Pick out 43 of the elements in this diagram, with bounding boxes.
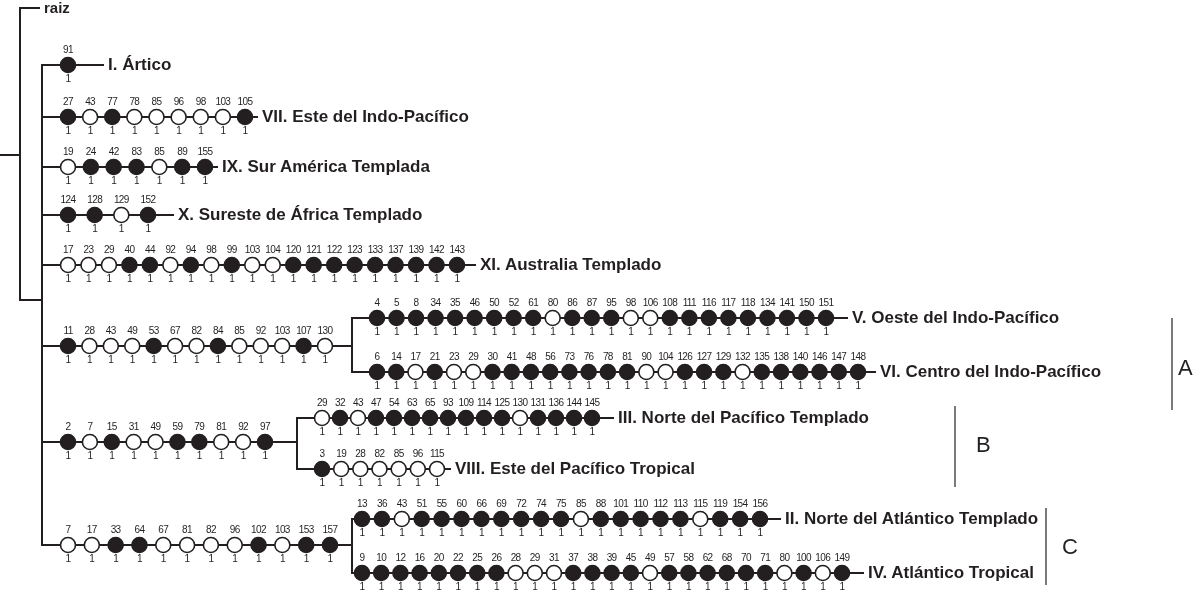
state-numbers: 1 1 1 1 1 1 1 1 1 1 1 1 1 bbox=[64, 354, 329, 365]
terminal-label: IX. Sur América Templada bbox=[222, 157, 430, 177]
state-numbers: 1 1 1 1 1 1 1 1 1 1 1 1 1 1 1 1 1 1 1 1 1 1 1 1 1 1 bbox=[373, 380, 862, 391]
terminal-label: VI. Centro del Indo-Pacífico bbox=[880, 362, 1102, 382]
state-numbers: 1 1 1 1 1 1 1 1 1 bbox=[64, 125, 249, 136]
terminal-label: X. Sureste de África Templado bbox=[178, 205, 423, 225]
character-numbers: 27 43 77 78 85 96 98 103 105 bbox=[62, 96, 254, 107]
state-numbers: 1 1 1 1 1 1 1 1 1 1 bbox=[64, 450, 269, 461]
state-numbers: 1 1 1 1 1 1 1 1 1 1 1 1 1 1 1 1 1 1 1 1 1 1 1 1 bbox=[373, 326, 830, 337]
state-numbers: 1 1 1 1 1 1 1 1 1 1 1 1 1 1 1 1 1 1 1 1 1 bbox=[358, 527, 764, 538]
character-numbers: 3 19 28 82 85 96 115 bbox=[318, 448, 446, 459]
state-numbers: 1 bbox=[64, 73, 72, 84]
clade-letter: B bbox=[976, 433, 991, 457]
state-numbers: 1 1 1 1 1 1 1 1 1 1 1 1 1 1 1 1 bbox=[318, 426, 596, 437]
character-numbers: 13 36 43 51 55 60 66 69 72 74 75 85 88 101 110 112 113 115 119 154 156 bbox=[356, 498, 769, 509]
state-numbers: 1 1 1 1 1 1 1 1 1 1 1 1 bbox=[64, 553, 334, 564]
clade-letter: C bbox=[1062, 535, 1078, 559]
character-numbers: 29 32 43 47 54 63 65 93 109 114 125 130 131 136 144 145 bbox=[316, 397, 601, 408]
terminal-label: VIII. Este del Pacífico Tropical bbox=[455, 459, 695, 479]
character-numbers: 11 28 43 49 53 67 82 84 85 92 103 107 130 bbox=[62, 325, 334, 336]
character-numbers: 2 7 15 31 49 59 79 81 92 97 bbox=[64, 421, 271, 432]
state-numbers: 1 1 1 1 bbox=[64, 223, 152, 234]
character-numbers: 9 10 12 16 20 22 25 26 28 29 31 37 38 39 45 49 57 58 62 68 70 71 80 100 106 149 bbox=[358, 552, 851, 563]
terminal-label: I. Ártico bbox=[108, 55, 172, 75]
state-numbers: 1 1 1 1 1 1 1 bbox=[318, 477, 441, 488]
terminal-label: VII. Este del Indo-Pacífico bbox=[262, 107, 469, 127]
character-numbers: 91 bbox=[62, 44, 74, 55]
terminal-label: IV. Atlántico Tropical bbox=[868, 563, 1034, 583]
root-label: raiz bbox=[44, 0, 70, 18]
clade-letter: A bbox=[1178, 356, 1193, 380]
state-numbers: 1 1 1 1 1 1 1 1 1 1 1 1 1 1 1 1 1 1 1 1 bbox=[64, 273, 461, 284]
character-numbers: 124 128 129 152 bbox=[59, 194, 157, 205]
terminal-label: II. Norte del Atlántico Templado bbox=[785, 509, 1039, 529]
state-numbers: 1 1 1 1 1 1 1 1 1 1 1 1 1 1 1 1 1 1 1 1 1 1 1 1 1 1 bbox=[358, 581, 846, 592]
terminal-label: XI. Australia Templado bbox=[480, 255, 662, 275]
terminal-label: V. Oeste del Indo-Pacífico bbox=[852, 308, 1060, 328]
character-numbers: 17 23 29 40 44 92 94 98 99 103 104 120 121 122 123 133 137 139 142 143 bbox=[62, 244, 466, 255]
terminal-label: III. Norte del Pacífico Templado bbox=[618, 408, 869, 428]
state-numbers: 1 1 1 1 1 1 1 bbox=[64, 175, 209, 186]
character-numbers: 7 17 33 64 67 81 82 96 102 103 153 157 bbox=[64, 524, 339, 535]
character-numbers: 6 14 17 21 23 29 30 41 48 56 73 76 78 81 90 104 126 127 129 132 135 138 140 146 147 148 bbox=[373, 351, 867, 362]
character-numbers: 19 24 42 83 85 89 155 bbox=[62, 146, 214, 157]
character-numbers: 4 5 8 34 35 46 50 52 61 80 86 87 95 98 106 108 111 116 117 118 134 141 150 151 bbox=[373, 297, 835, 308]
